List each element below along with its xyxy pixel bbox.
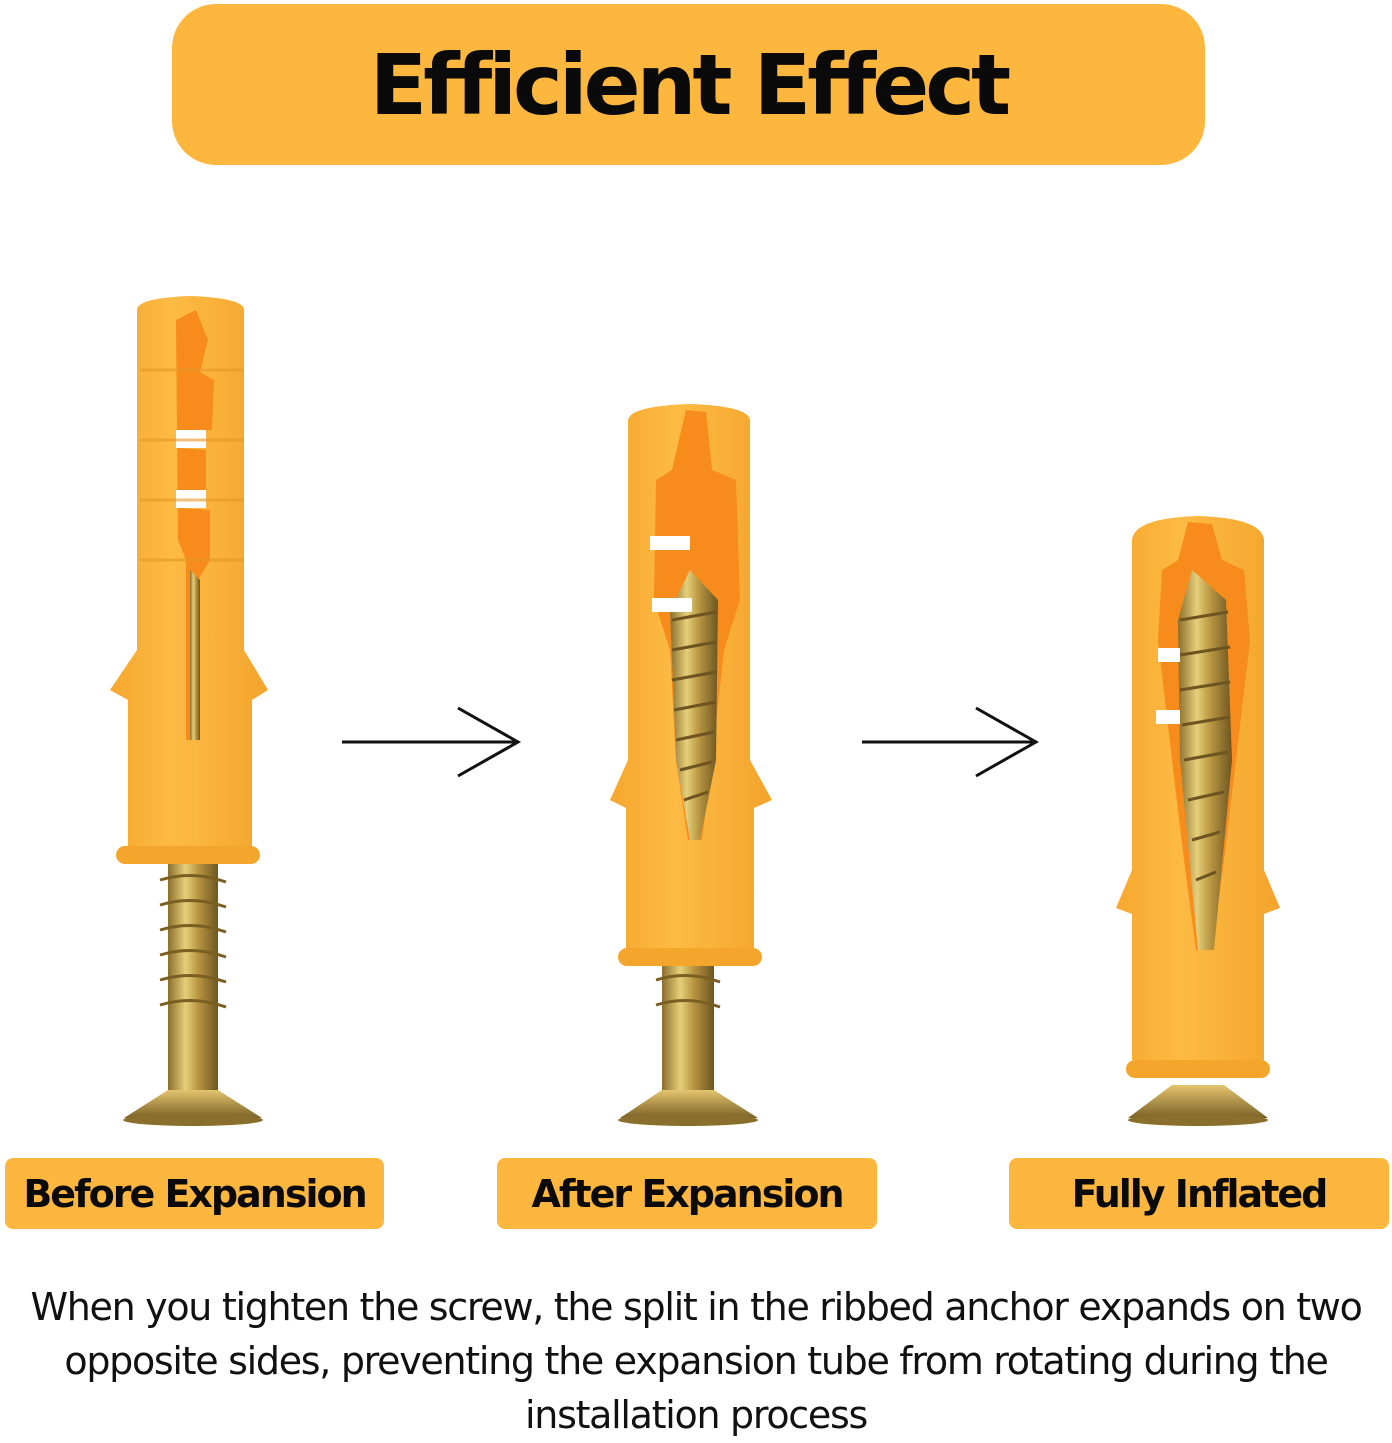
stage-label-text: After Expansion: [531, 1171, 844, 1216]
arrow-right-icon: [342, 706, 522, 778]
stage-label-text: Fully Inflated: [1071, 1171, 1329, 1216]
wall-anchor-before-expansion: [110, 296, 268, 1126]
product-illustration: [110, 296, 1280, 1126]
wall-anchor-after-expansion: [610, 404, 772, 1126]
stage-label-text: Before Expansion: [23, 1171, 367, 1216]
page-title: Efficient Effect: [369, 35, 1011, 134]
stage-label-after-expansion: After Expansion: [497, 1158, 877, 1229]
wall-anchor-fully-inflated: [1116, 516, 1280, 1126]
description-text: When you tighten the screw, the split in…: [30, 1285, 1362, 1437]
title-banner: Efficient Effect: [172, 4, 1205, 165]
arrow-right-icon: [862, 706, 1040, 778]
stage-label-fully-inflated: Fully Inflated: [1009, 1158, 1389, 1229]
stage-label-before-expansion: Before Expansion: [5, 1158, 384, 1229]
